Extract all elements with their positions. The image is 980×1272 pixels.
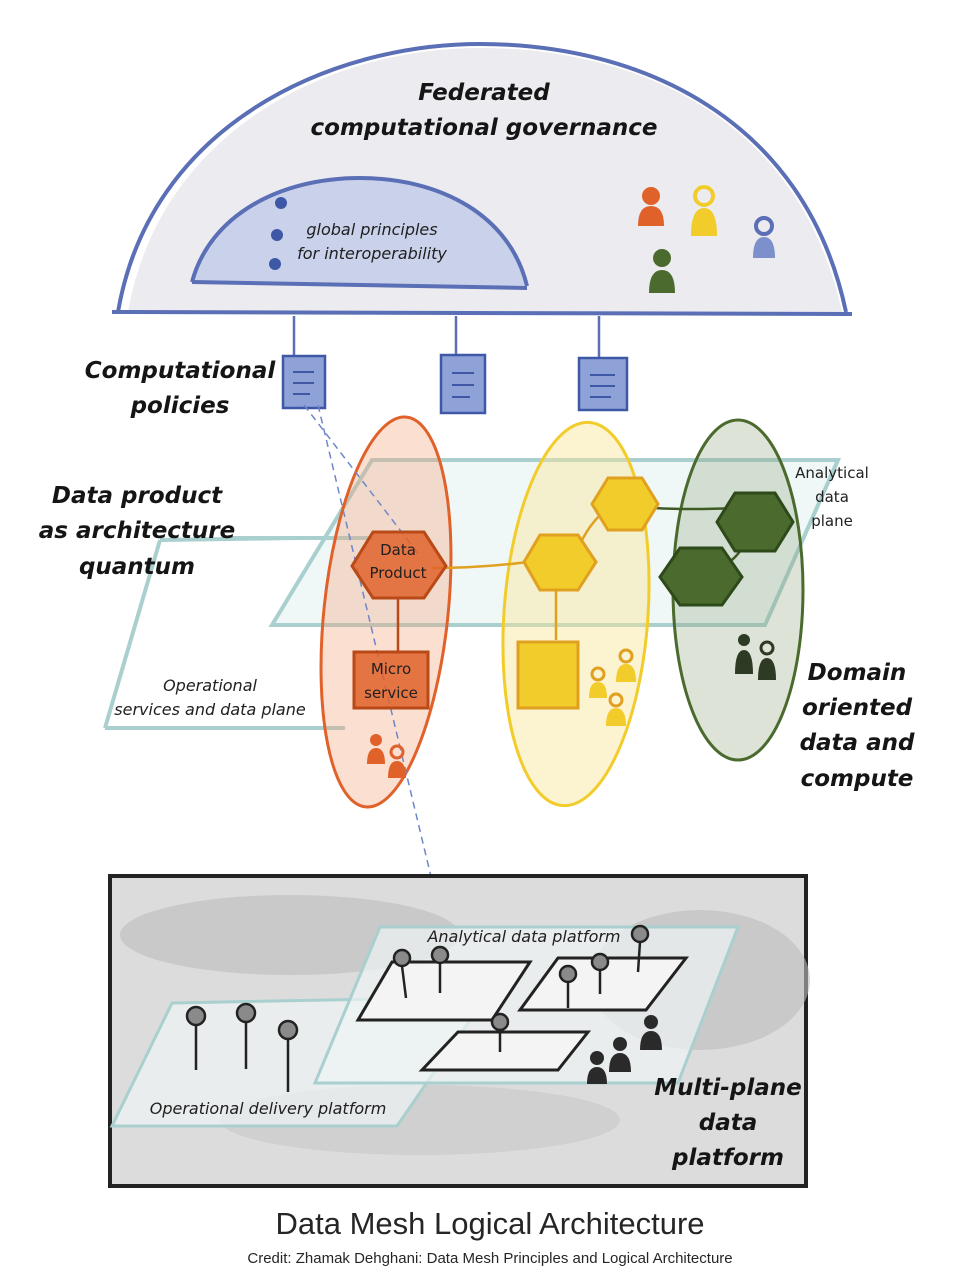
caption-title: Data Mesh Logical Architecture bbox=[275, 1206, 705, 1241]
governance-title-line1: Federated bbox=[418, 80, 550, 106]
analytical-plane-label-line3: plane bbox=[811, 512, 853, 530]
platform-team-icon bbox=[587, 1015, 662, 1084]
operational-plane-label-line2: services and data plane bbox=[114, 700, 306, 719]
yellow-team-icon bbox=[589, 648, 636, 726]
domain-label-line3: data and bbox=[800, 730, 915, 756]
policy-document-icon bbox=[281, 354, 327, 410]
policy-document-icon bbox=[577, 356, 629, 412]
analytical-platform-label: Analytical data platform bbox=[426, 927, 620, 946]
domain-label-line2: oriented bbox=[802, 695, 913, 721]
micro-service-label-line1: Micro bbox=[371, 660, 411, 678]
green-team-icon bbox=[735, 634, 776, 680]
platform-title-line1: Multi-plane bbox=[654, 1075, 801, 1101]
bullet-dots-icon bbox=[269, 197, 287, 270]
governance-people-icon bbox=[638, 185, 775, 293]
policies-title-line2: policies bbox=[130, 393, 230, 419]
caption-credit: Credit: Zhamak Dehghani: Data Mesh Princ… bbox=[247, 1250, 733, 1267]
yellow-data-product-hexagon-icon bbox=[590, 476, 660, 532]
domain-label-line1: Domain bbox=[808, 660, 907, 686]
operational-platform-label: Operational delivery platform bbox=[150, 1099, 387, 1118]
orange-team-icon bbox=[367, 734, 406, 778]
orange-domain bbox=[319, 415, 453, 809]
analytical-plane-label-line2: data bbox=[815, 488, 849, 506]
green-data-product-hexagon-icon bbox=[715, 491, 795, 553]
quantum-label-line3: quantum bbox=[79, 554, 195, 580]
platform-pin-icon bbox=[185, 924, 650, 1092]
principles-label-line2: for interoperability bbox=[297, 244, 447, 263]
platform-tile bbox=[418, 1030, 592, 1072]
platform-title-line3: platform bbox=[671, 1145, 784, 1171]
policy-document-icon bbox=[439, 353, 487, 415]
micro-service-label-line2: service bbox=[364, 684, 418, 702]
operational-plane-label-line1: Operational bbox=[163, 676, 257, 695]
green-data-product-hexagon-icon bbox=[658, 546, 744, 607]
domain-label-line4: compute bbox=[801, 766, 914, 792]
data-product-label-line1: Data bbox=[380, 541, 416, 559]
micro-service-box-icon bbox=[352, 650, 430, 710]
operational-data-plane bbox=[103, 536, 372, 730]
quantum-label-line1: Data product bbox=[52, 483, 223, 509]
principles-label-line1: global principles bbox=[306, 220, 437, 239]
quantum-label-line2: as architecture bbox=[39, 518, 236, 544]
governance-title-line2: computational governance bbox=[311, 115, 658, 141]
policies-title-line1: Computational bbox=[85, 358, 277, 384]
yellow-data-product-hexagon-icon bbox=[522, 533, 598, 592]
analytical-plane-label-line1: Analytical bbox=[795, 464, 869, 482]
yellow-service-box-icon bbox=[516, 640, 580, 710]
policy-connectors bbox=[292, 316, 601, 358]
data-product-label-line2: Product bbox=[370, 564, 427, 582]
data-product-hexagon-icon bbox=[350, 530, 448, 600]
platform-title-line2: data bbox=[699, 1110, 758, 1136]
